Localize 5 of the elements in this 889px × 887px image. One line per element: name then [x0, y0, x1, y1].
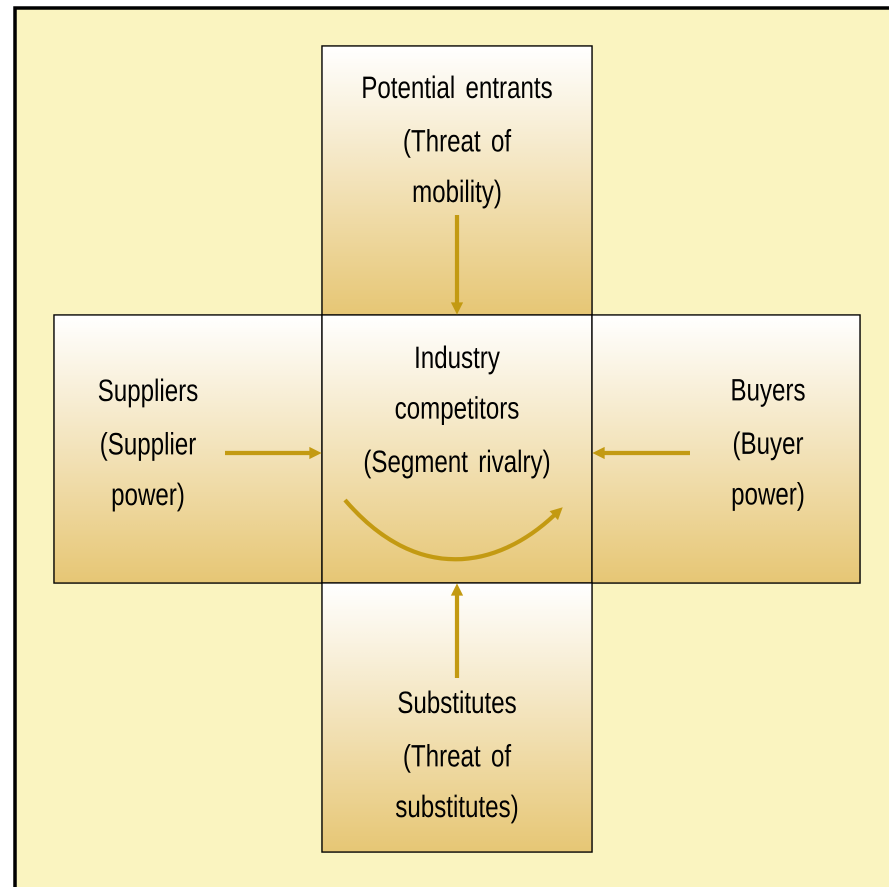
force-box: Potential entrants (Threat of mobility)	[321, 45, 593, 316]
force-box: Substitutes (Threat of substitutes)	[321, 582, 593, 853]
force-box: Buyers (Buyer power)	[591, 314, 861, 584]
force-box: Industry competitors (Segment rivalry)	[321, 314, 593, 584]
force-box: Suppliers (Supplier power)	[53, 314, 323, 584]
